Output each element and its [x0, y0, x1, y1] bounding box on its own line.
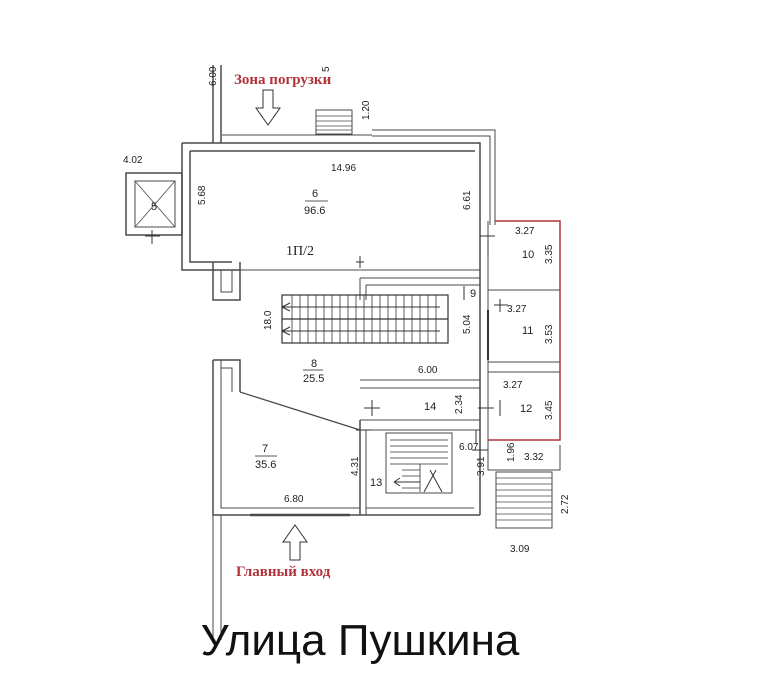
dim-3-35: 3.35 [544, 244, 555, 264]
room-5-number: 5 [151, 201, 157, 213]
dim-2-72: 2.72 [560, 494, 571, 514]
room-6-number: 6 [312, 188, 318, 200]
dim-6-07: 6.07 [459, 442, 479, 453]
walls [125, 65, 561, 640]
staircase-room-13 [390, 439, 448, 493]
dim-3-27-c: 3.27 [503, 380, 523, 391]
dim-3-45: 3.45 [544, 400, 555, 420]
main-entrance-label: Главный вход [236, 564, 331, 580]
dim-5-top: 5 [321, 66, 332, 72]
dim-3-27-b: 3.27 [507, 304, 527, 315]
room-7-area: 35.6 [255, 459, 276, 471]
loading-zone-label: Зона погрузки [234, 72, 332, 88]
dim-5-04: 5.04 [462, 314, 473, 334]
floor-tag: 1П/2 [286, 244, 314, 259]
room-7-number: 7 [262, 443, 268, 455]
dim-3-27-a: 3.27 [515, 226, 535, 237]
dim-4-02: 4.02 [123, 155, 143, 166]
dim-3-91: 3.91 [476, 456, 487, 476]
room-8-area: 25.5 [303, 373, 324, 385]
room-12-number: 12 [520, 403, 532, 415]
staircase-room-8 [281, 294, 449, 344]
room-11-number: 11 [522, 325, 533, 337]
dim-3-32: 3.32 [524, 452, 544, 463]
dim-6-00-top: 6.00 [208, 66, 219, 86]
room-13-number: 13 [370, 477, 382, 489]
dim-18-0: 18.0 [263, 310, 274, 330]
dim-1-20: 1.20 [361, 100, 372, 120]
dim-6-00-mid: 6.00 [418, 365, 438, 376]
room-8-number: 8 [311, 358, 317, 370]
dim-3-09: 3.09 [510, 544, 530, 555]
dim-1-96: 1.96 [506, 442, 517, 462]
door-marks [145, 230, 508, 451]
room-9-number: 9 [470, 288, 476, 300]
room-10-number: 10 [522, 249, 534, 261]
street-name: Улица Пушкина [200, 616, 520, 665]
loading-zone-arrow [255, 89, 281, 126]
dim-3-53: 3.53 [544, 324, 555, 344]
dim-14-96: 14.96 [331, 163, 356, 174]
room-14-number: 14 [424, 401, 436, 413]
dim-6-61: 6.61 [462, 190, 473, 210]
dim-4-31: 4.31 [350, 456, 361, 476]
dim-2-34: 2.34 [454, 394, 465, 414]
dim-5-68: 5.68 [197, 185, 208, 205]
main-entrance-arrow [282, 524, 308, 561]
dim-6-80: 6.80 [284, 494, 304, 505]
room-6-area: 96.6 [304, 205, 325, 217]
